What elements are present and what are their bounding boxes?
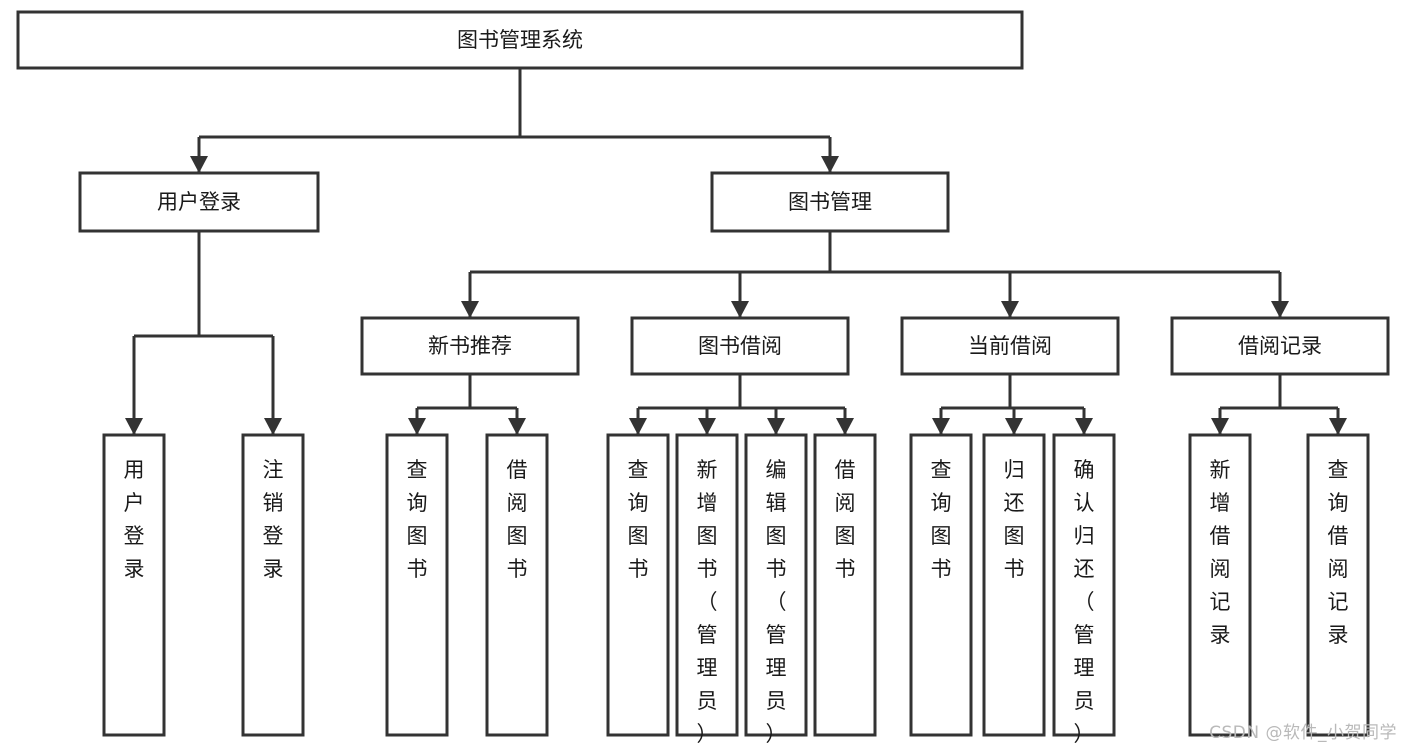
node-label-leaf-borrow-book-recommend: 借阅图书 [507,458,528,581]
node-box-leaf-query-book-current[interactable] [909,433,973,737]
node-leaf-user-login[interactable]: 用户登录 [102,433,166,737]
node-leaf-return-book[interactable]: 归还图书 [982,433,1046,737]
node-leaf-borrow-book-recommend[interactable]: 借阅图书 [485,433,549,737]
node-box-leaf-borrow-book-recommend[interactable] [485,433,549,737]
conn-recommend-to-leaves [408,374,526,435]
node-book-management[interactable]: 图书管理 [710,171,950,233]
arrow-head [508,418,526,435]
node-label-book-borrow: 图书借阅 [698,334,782,358]
node-box-leaf-add-book-admin[interactable] [675,433,739,737]
csdn-watermark: CSDN @软件_小贺同学 [1209,723,1397,743]
node-layer: 图书管理系统用户登录图书管理新书推荐图书借阅当前借阅借阅记录用户登录注销登录查询… [16,10,1390,746]
node-leaf-query-book-borrow[interactable]: 查询图书 [606,433,670,737]
node-label-leaf-query-book-current: 查询图书 [931,458,952,581]
arrow-head [932,418,950,435]
node-label-leaf-borrow-book: 借阅图书 [835,458,856,581]
arrow-head [125,418,143,435]
conn-bookmgmt-to-level3 [461,231,1289,318]
node-label-user-login: 用户登录 [157,190,241,214]
node-label-leaf-query-borrow-record: 查询借阅记录 [1328,458,1349,647]
node-label-leaf-query-book-recommend: 查询图书 [407,458,428,581]
arrow-head [836,418,854,435]
connector-layer [125,68,1347,435]
arrow-head [1005,418,1023,435]
node-label-book-management: 图书管理 [788,190,872,214]
node-label-current-borrow: 当前借阅 [968,334,1052,358]
arrow-head [1271,301,1289,318]
arrow-head [1001,301,1019,318]
arrow-head [731,301,749,318]
node-leaf-logout-login[interactable]: 注销登录 [241,433,305,737]
arrow-head [698,418,716,435]
node-label-leaf-user-login: 用户登录 [124,458,145,581]
conn-root-to-level2 [190,68,839,173]
node-current-borrow[interactable]: 当前借阅 [900,316,1120,376]
node-new-book-recommend[interactable]: 新书推荐 [360,316,580,376]
node-leaf-query-book-recommend[interactable]: 查询图书 [385,433,449,737]
node-box-new-book-recommend[interactable] [360,316,580,376]
node-box-root[interactable] [16,10,1024,70]
arrow-head [629,418,647,435]
arrow-head [190,156,208,173]
node-box-leaf-logout-login[interactable] [241,433,305,737]
node-label-leaf-logout-login: 注销登录 [263,458,284,581]
arrow-head [408,418,426,435]
node-box-leaf-add-borrow-record[interactable] [1188,433,1252,737]
node-label-leaf-confirm-return-admin: 确认归还（管理员） [1074,458,1095,746]
arrow-head [821,156,839,173]
node-label-borrow-record: 借阅记录 [1238,334,1322,358]
node-leaf-query-borrow-record[interactable]: 查询借阅记录 [1306,433,1370,737]
node-box-book-borrow[interactable] [630,316,850,376]
node-box-leaf-query-book-borrow[interactable] [606,433,670,737]
conn-borrow-to-leaves [629,374,854,435]
node-leaf-confirm-return-admin[interactable]: 确认归还（管理员） [1052,433,1116,746]
node-book-borrow[interactable]: 图书借阅 [630,316,850,376]
node-box-book-management[interactable] [710,171,950,233]
node-box-leaf-borrow-book[interactable] [813,433,877,737]
node-leaf-borrow-book[interactable]: 借阅图书 [813,433,877,737]
node-label-leaf-query-book-borrow: 查询图书 [628,458,649,581]
node-box-user-login[interactable] [78,171,320,233]
node-root[interactable]: 图书管理系统 [16,10,1024,70]
conn-userlogin-to-leaves [125,231,282,435]
node-box-leaf-query-borrow-record[interactable] [1306,433,1370,737]
node-leaf-edit-book-admin[interactable]: 编辑图书（管理员） [744,433,808,746]
node-box-current-borrow[interactable] [900,316,1120,376]
node-box-leaf-return-book[interactable] [982,433,1046,737]
node-label-root: 图书管理系统 [457,28,583,52]
node-box-leaf-user-login[interactable] [102,433,166,737]
arrow-head [1075,418,1093,435]
node-leaf-add-borrow-record[interactable]: 新增借阅记录 [1188,433,1252,737]
node-label-new-book-recommend: 新书推荐 [428,334,512,358]
node-leaf-add-book-admin[interactable]: 新增图书（管理员） [675,433,739,746]
node-box-leaf-edit-book-admin[interactable] [744,433,808,737]
node-label-leaf-add-book-admin: 新增图书（管理员） [697,458,718,746]
node-box-leaf-confirm-return-admin[interactable] [1052,433,1116,737]
conn-current-to-leaves [932,374,1093,435]
node-box-leaf-query-book-recommend[interactable] [385,433,449,737]
node-label-leaf-add-borrow-record: 新增借阅记录 [1210,458,1231,647]
node-leaf-query-book-current[interactable]: 查询图书 [909,433,973,737]
node-box-borrow-record[interactable] [1170,316,1390,376]
node-borrow-record[interactable]: 借阅记录 [1170,316,1390,376]
conn-record-to-leaves [1211,374,1347,435]
arrow-head [1329,418,1347,435]
arrow-head [767,418,785,435]
arrow-head [264,418,282,435]
arrow-head [1211,418,1229,435]
node-user-login[interactable]: 用户登录 [78,171,320,233]
arrow-head [461,301,479,318]
node-label-leaf-return-book: 归还图书 [1004,458,1025,581]
node-label-leaf-edit-book-admin: 编辑图书（管理员） [766,458,787,746]
